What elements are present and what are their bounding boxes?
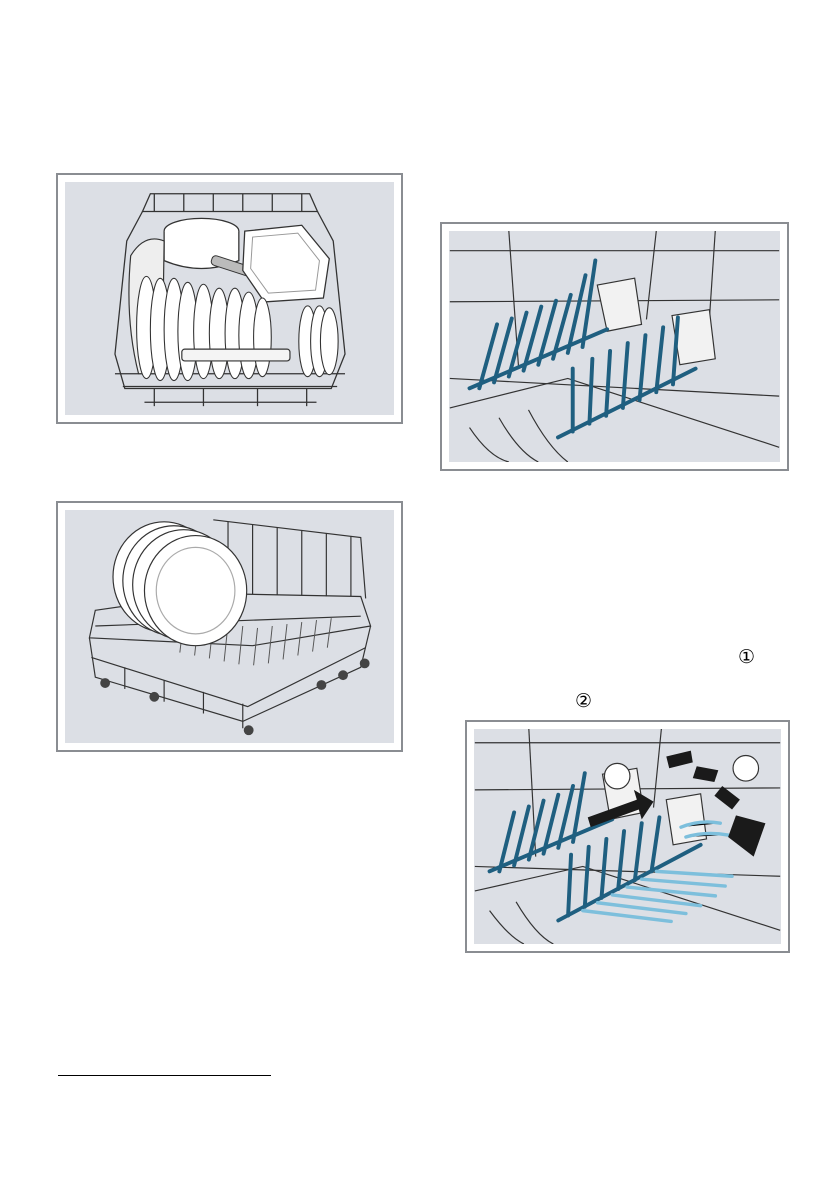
callout-2 xyxy=(733,756,759,782)
lower-basket-illustration xyxy=(65,510,394,743)
folding-tines-down-illustration xyxy=(474,729,781,944)
figure-upper-basket-loaded xyxy=(56,173,403,424)
callout-1 xyxy=(604,763,630,789)
figure-lower-basket-plates xyxy=(56,501,403,752)
folding-tines-illustration xyxy=(449,231,780,462)
figure-folding-tines-down xyxy=(465,720,790,953)
footnote-rule xyxy=(58,1075,271,1076)
step-marker-1: ① xyxy=(738,648,755,667)
step-marker-2: ② xyxy=(575,692,592,711)
upper-basket-illustration xyxy=(65,182,394,415)
figure-folding-tines-upright xyxy=(440,222,789,471)
